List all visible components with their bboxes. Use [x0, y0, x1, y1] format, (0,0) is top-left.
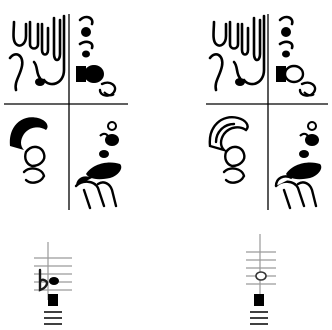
note-stem-block — [254, 294, 264, 306]
mouth-profile-top-right — [76, 17, 115, 96]
note-head-filled — [49, 277, 59, 285]
note-head-open — [256, 272, 266, 280]
mouth-profile-top-right — [276, 17, 315, 96]
articulation-diagram-filled — [0, 0, 166, 330]
articulator-bottom-right — [76, 122, 121, 208]
note-stem-block — [48, 294, 58, 306]
figure-panel-right — [166, 0, 332, 330]
articulation-diagram-outline — [166, 0, 332, 330]
articulator-bottom-right — [276, 122, 321, 208]
glottis-dot — [235, 78, 245, 86]
staff-snippet-right — [246, 234, 276, 324]
lip-shape-bottom-left — [210, 117, 248, 182]
lip-shape-bottom-left — [10, 117, 48, 182]
glottis-dot — [35, 78, 45, 86]
flat-sign-icon — [40, 270, 47, 290]
staff-snippet-left — [34, 242, 72, 324]
figure-panel-left — [0, 0, 166, 330]
